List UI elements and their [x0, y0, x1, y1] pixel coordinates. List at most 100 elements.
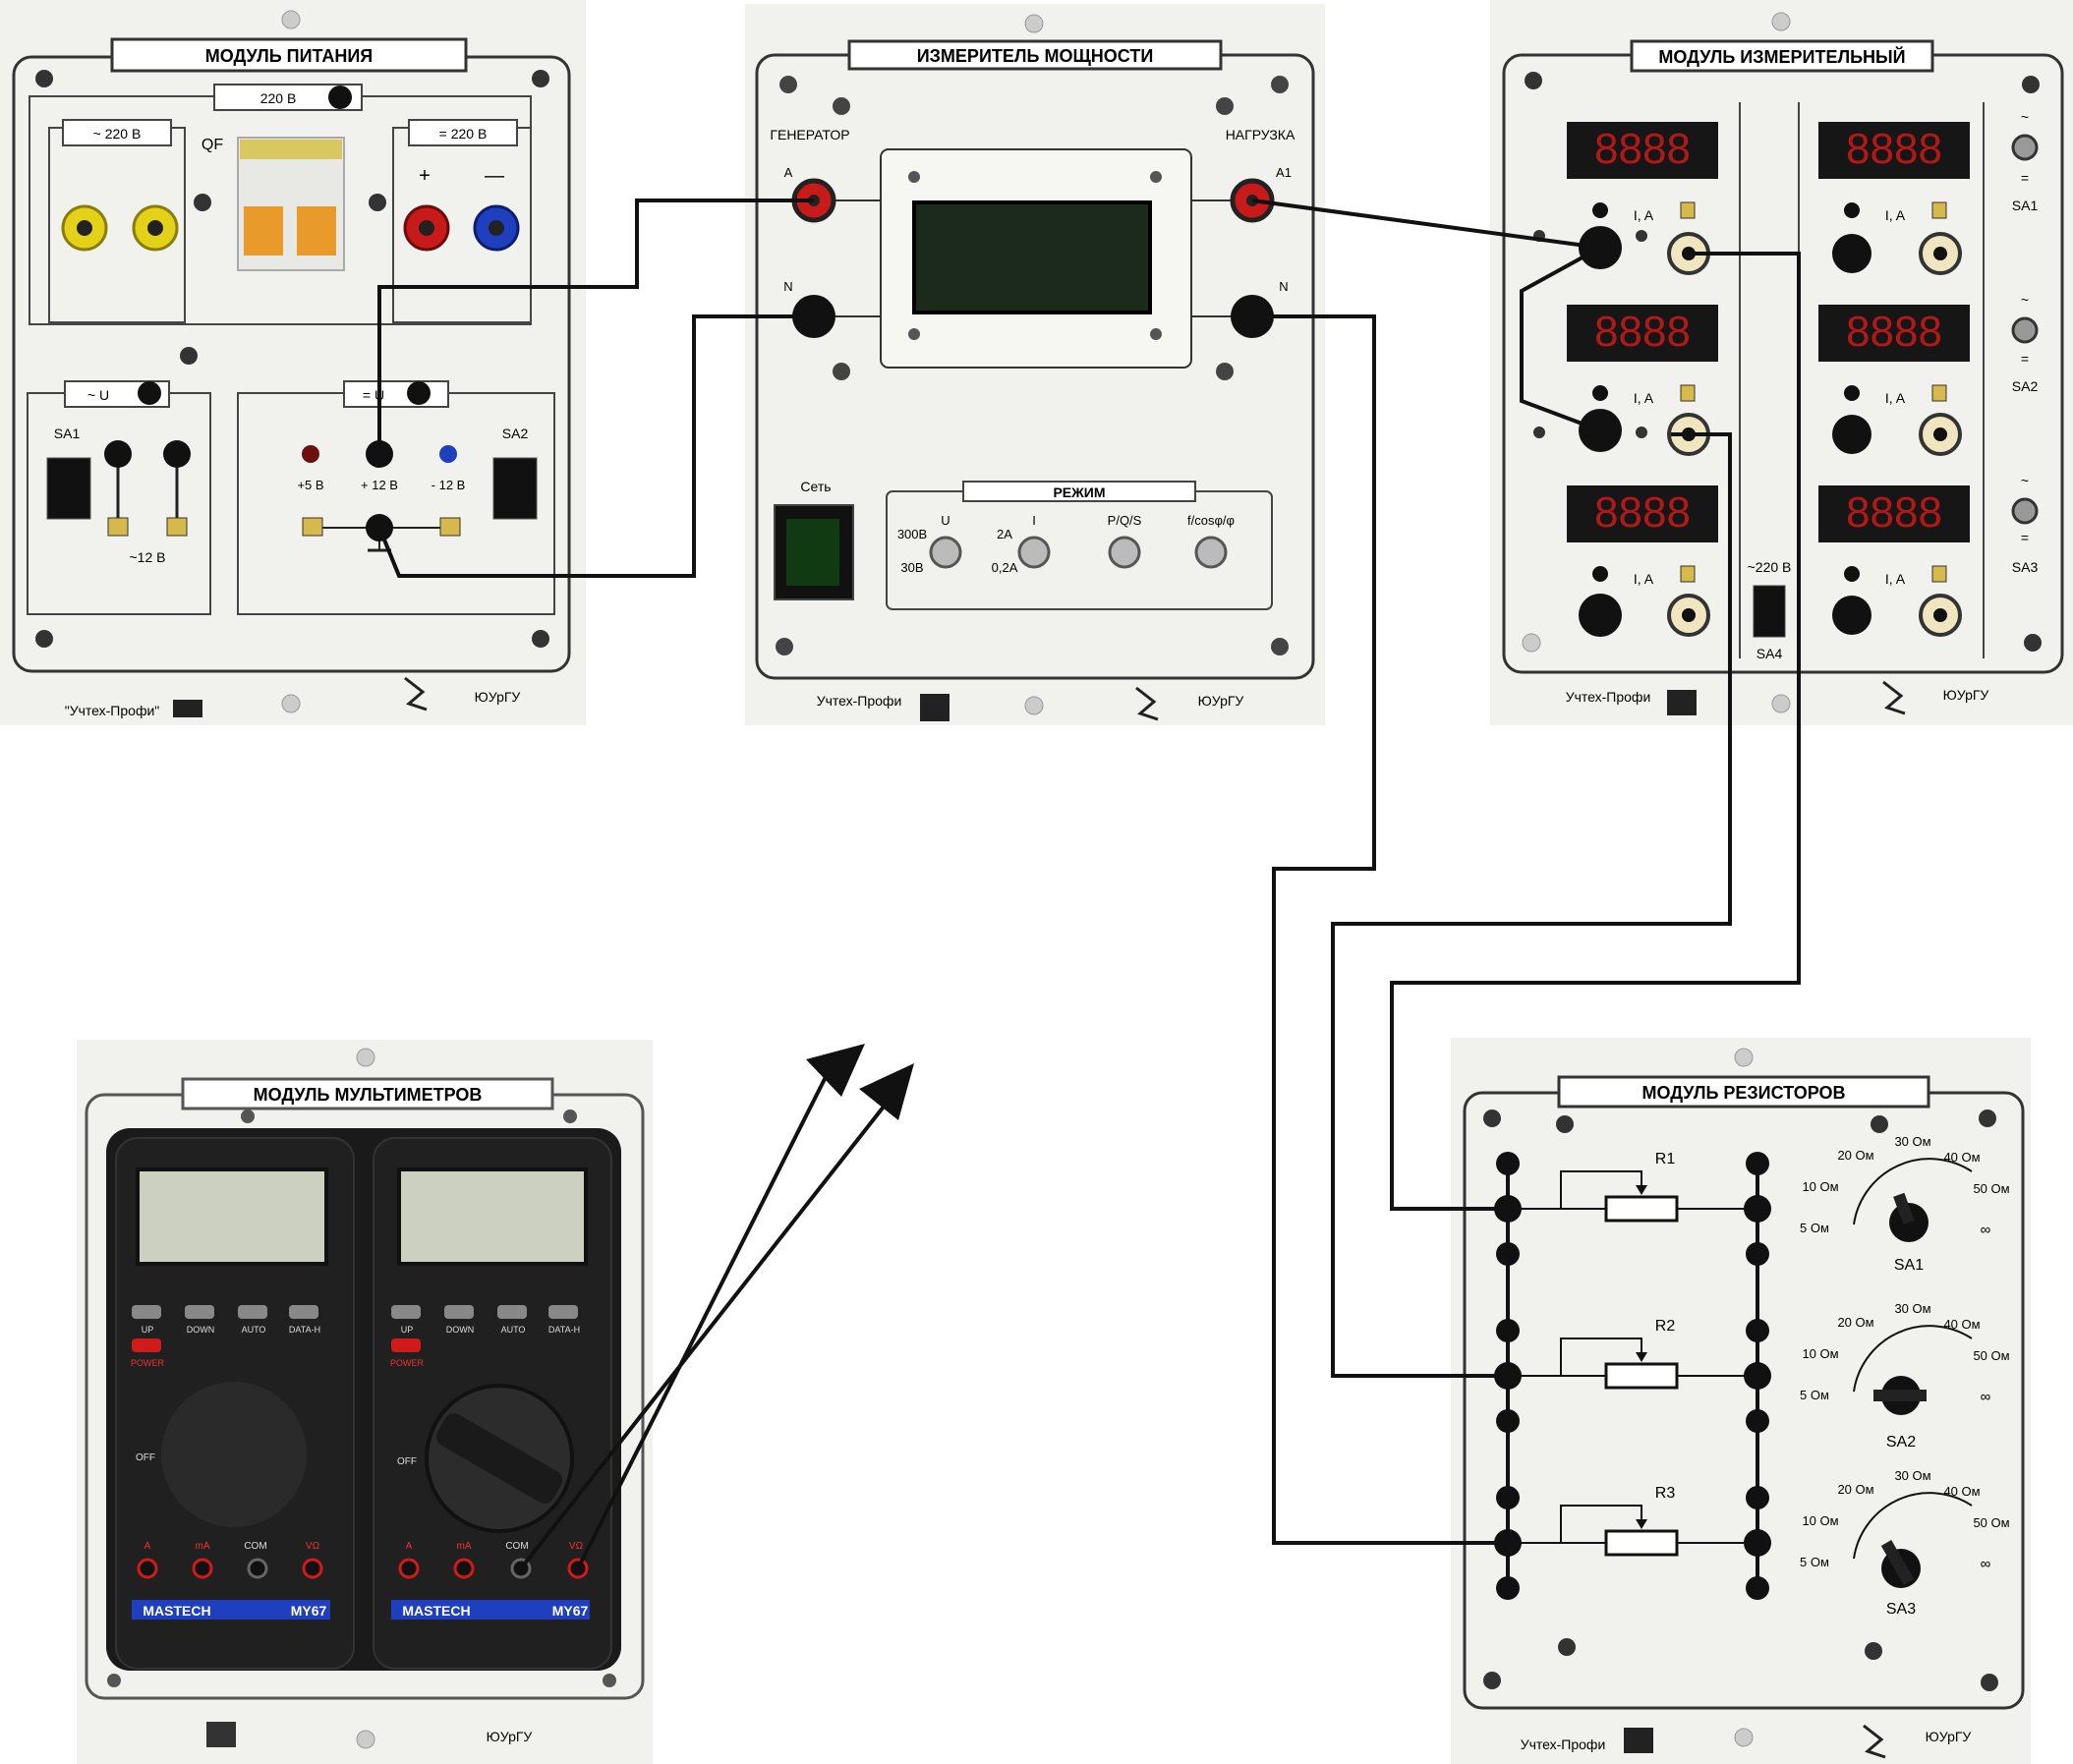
- resistor-terminal[interactable]: [1744, 1362, 1771, 1390]
- resistor-terminal[interactable]: [1496, 1576, 1520, 1600]
- vo-label: VΩ: [569, 1541, 584, 1552]
- up-button[interactable]: [391, 1305, 421, 1319]
- resistor-terminal[interactable]: [1744, 1195, 1771, 1223]
- power-label: POWER: [390, 1358, 425, 1368]
- sa3-toggle[interactable]: [2011, 497, 2039, 525]
- dial-label: 30 Ом: [1894, 1134, 1930, 1149]
- resistor-terminal[interactable]: [1746, 1486, 1769, 1509]
- terminal-12v-ac-2[interactable]: [163, 440, 191, 468]
- small-socket[interactable]: [1931, 565, 1947, 583]
- dial-knob[interactable]: [432, 1409, 566, 1507]
- small-socket[interactable]: [1680, 565, 1696, 583]
- small-socket[interactable]: [1931, 384, 1947, 402]
- jack-a[interactable]: [137, 1558, 158, 1579]
- small-socket[interactable]: [1680, 201, 1696, 219]
- university-logo-icon: [1882, 680, 1906, 715]
- auto-button[interactable]: [497, 1305, 527, 1319]
- brand-strip: [132, 1600, 330, 1620]
- down-label: DOWN: [187, 1325, 215, 1335]
- dial-sa1[interactable]: 5 Ом 10 Ом 20 Ом 30 Ом 40 Ом 50 Ом ∞ SA1: [1800, 1134, 2010, 1274]
- small-socket[interactable]: [302, 517, 323, 537]
- small-socket[interactable]: [1931, 201, 1947, 219]
- up-button[interactable]: [132, 1305, 161, 1319]
- network-label: Сеть: [800, 479, 831, 494]
- jack-ma[interactable]: [453, 1558, 475, 1579]
- resistor-terminal[interactable]: [1746, 1576, 1769, 1600]
- small-socket[interactable]: [439, 517, 461, 537]
- resistor-terminal[interactable]: [1746, 1409, 1769, 1433]
- current-socket-3a[interactable]: [1579, 594, 1622, 637]
- resistor-terminal[interactable]: [1496, 1242, 1520, 1266]
- range-i-toggle[interactable]: [1017, 536, 1051, 569]
- resistor-terminal[interactable]: [1744, 1529, 1771, 1557]
- data-hold-button[interactable]: [289, 1305, 318, 1319]
- dial-sa2[interactable]: 5 Ом 10 Ом 20 Ом 30 Ом 40 Ом 50 Ом ∞ SA2: [1800, 1301, 2010, 1451]
- measure-title: МОДУЛЬ ИЗМЕРИТЕЛЬНЫЙ: [1658, 46, 1905, 67]
- resistor-terminal[interactable]: [1746, 1319, 1769, 1342]
- small-socket[interactable]: [1592, 566, 1608, 582]
- a-label: A: [784, 165, 793, 180]
- meter-title: ИЗМЕРИТЕЛЬ МОЩНОСТИ: [917, 46, 1154, 66]
- power-button[interactable]: [132, 1338, 161, 1352]
- small-socket[interactable]: [1844, 566, 1860, 582]
- eq-label: =: [2021, 351, 2029, 367]
- auto-label: AUTO: [242, 1325, 266, 1335]
- tilde-label: ~: [2021, 473, 2029, 488]
- sa2-switch[interactable]: [492, 457, 538, 520]
- sa2-toggle[interactable]: [2011, 316, 2039, 344]
- mount-hole: [1734, 1728, 1754, 1747]
- down-button[interactable]: [444, 1305, 474, 1319]
- tilde-label: ~: [2021, 292, 2029, 308]
- dial-label: 5 Ом: [1800, 1388, 1829, 1402]
- small-socket[interactable]: [107, 517, 129, 537]
- r3-resistor: [1604, 1529, 1679, 1557]
- sa1-switch[interactable]: [46, 457, 91, 520]
- meter-display-4: [1818, 122, 1970, 179]
- sa2-label: SA2: [502, 426, 529, 441]
- data-hold-button[interactable]: [548, 1305, 578, 1319]
- mount-hole: [356, 1730, 375, 1749]
- minus12-socket[interactable]: [439, 445, 457, 463]
- small-socket[interactable]: [1844, 202, 1860, 218]
- ac-u-label: ~ U: [87, 387, 109, 403]
- current-socket-4a[interactable]: [1832, 234, 1871, 273]
- jack-ma[interactable]: [192, 1558, 213, 1579]
- rotary-dial[interactable]: [161, 1382, 307, 1527]
- meter-lcd: [912, 200, 1152, 314]
- down-button[interactable]: [185, 1305, 214, 1319]
- sa4-switch[interactable]: [1753, 585, 1786, 638]
- dial-label: 40 Ом: [1943, 1150, 1980, 1165]
- a-label: A: [144, 1541, 151, 1552]
- resistor-terminal[interactable]: [1496, 1409, 1520, 1433]
- sa1-toggle[interactable]: [2011, 134, 2039, 161]
- jack-vo[interactable]: [302, 1558, 323, 1579]
- plus5-socket[interactable]: [302, 445, 319, 463]
- brand-logo-icon: [1624, 1728, 1653, 1753]
- circuit-breaker[interactable]: [237, 137, 345, 271]
- small-socket[interactable]: [1592, 202, 1608, 218]
- auto-button[interactable]: [238, 1305, 267, 1319]
- resistor-panel: [1451, 1038, 2031, 1764]
- resistor-terminal[interactable]: [1496, 1152, 1520, 1175]
- sa1-label: SA1: [2012, 198, 2039, 213]
- jack-a[interactable]: [398, 1558, 420, 1579]
- resistor-terminal[interactable]: [1746, 1152, 1769, 1175]
- small-socket[interactable]: [1680, 384, 1696, 402]
- pqs-button[interactable]: [1108, 536, 1141, 569]
- terminal-12v-ac-1[interactable]: [104, 440, 132, 468]
- resistor-terminal[interactable]: [1496, 1486, 1520, 1509]
- small-socket[interactable]: [1844, 385, 1860, 401]
- wiper-arrow-icon: [1636, 1519, 1647, 1529]
- fcos-button[interactable]: [1194, 536, 1228, 569]
- range-u-toggle[interactable]: [929, 536, 962, 569]
- dial-sa3[interactable]: 5 Ом 10 Ом 20 Ом 30 Ом 40 Ом 50 Ом ∞ SA3: [1800, 1468, 2010, 1618]
- small-socket[interactable]: [166, 517, 188, 537]
- resistor-terminal[interactable]: [1746, 1242, 1769, 1266]
- data-label: DATA-H: [548, 1325, 580, 1335]
- jack-com[interactable]: [247, 1558, 268, 1579]
- resistor-terminal[interactable]: [1496, 1319, 1520, 1342]
- small-socket[interactable]: [1592, 385, 1608, 401]
- current-socket-5a[interactable]: [1832, 415, 1871, 454]
- current-socket-6a[interactable]: [1832, 596, 1871, 635]
- power-button[interactable]: [391, 1338, 421, 1352]
